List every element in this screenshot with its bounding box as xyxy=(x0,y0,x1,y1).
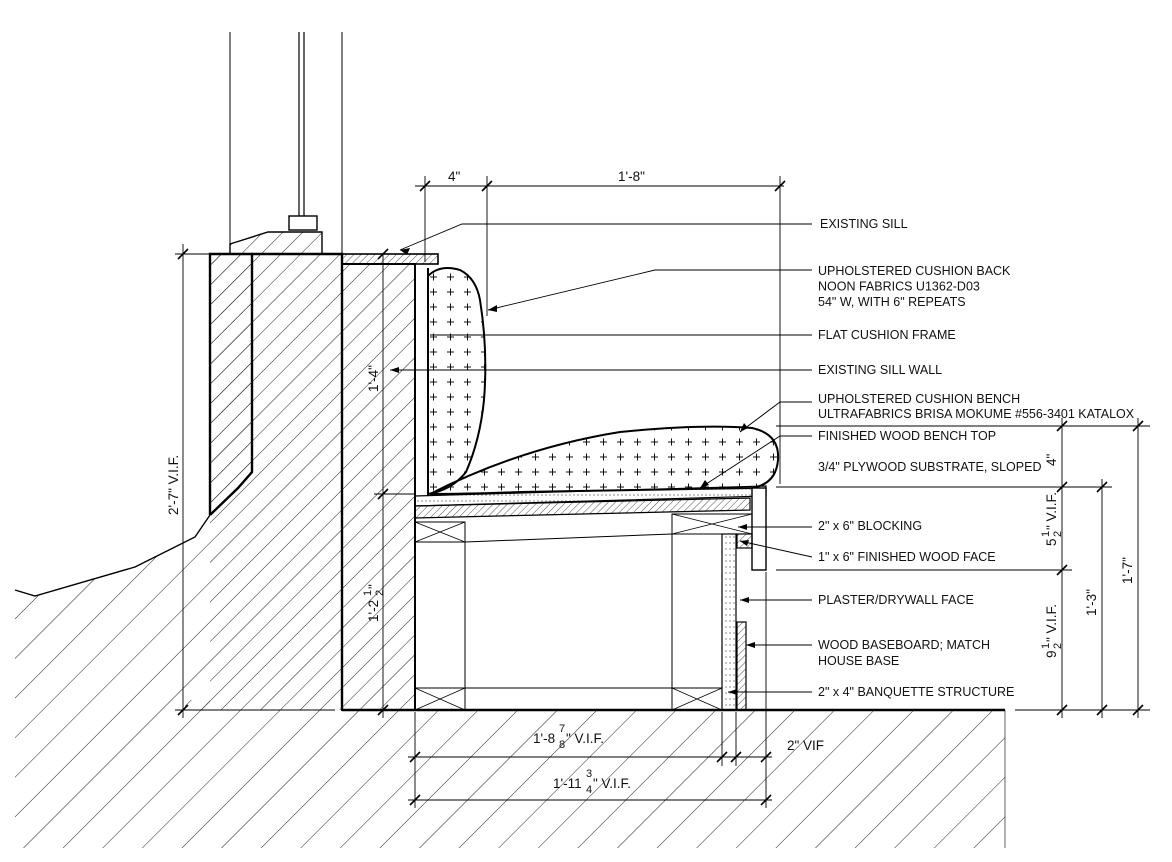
label-banquette-structure: 2" x 4" BANQUETTE STRUCTURE xyxy=(818,685,1014,699)
label-existing-sill: EXISTING SILL xyxy=(820,217,908,231)
dim-right-9-main: 9 xyxy=(1044,650,1059,658)
dim-wall-1-2-end: " xyxy=(366,584,381,589)
existing-sill-wall xyxy=(341,263,416,711)
dimension-ticks xyxy=(177,180,1144,806)
dimension-texts: 4" 1'-8" 2'-7" V.I.F. 1'-4" 1'-2 1 2 " 4… xyxy=(166,169,1135,796)
existing-sill-cap xyxy=(341,253,439,265)
dim-top-1-8: 1'-8" xyxy=(618,169,645,184)
label-cushion-back: UPHOLSTERED CUSHION BACK NOON FABRICS U1… xyxy=(818,264,1014,309)
dim-right-1-7: 1'-7" xyxy=(1120,557,1135,584)
dim-wall-1-2-den: 2 xyxy=(374,590,386,596)
dim-wall-1-2-num: 1 xyxy=(362,590,374,596)
dim-bottom-1-11-main: 1'-11 xyxy=(553,776,582,791)
dim-wall-1-2-main: 1'-2 xyxy=(366,600,381,622)
dim-bottom-2-vif: 2" VIF xyxy=(787,738,824,753)
finished-wood-face xyxy=(751,487,767,571)
dim-wall-1-2-half: 1'-2 1 2 " xyxy=(362,584,386,622)
dim-bottom-1-11-end: " V.I.F. xyxy=(593,776,631,791)
callout-labels: EXISTING SILL UPHOLSTERED CUSHION BACK N… xyxy=(818,217,1135,699)
dim-right-5-main: 5 xyxy=(1044,538,1059,546)
banquette-structure xyxy=(414,533,737,711)
label-flat-cushion-frame: FLAT CUSHION FRAME xyxy=(818,328,956,342)
dim-right-1-3: 1'-3" xyxy=(1084,589,1099,616)
dim-bottom-1-8: 1'-8 7 8 " V.I.F. xyxy=(533,723,604,751)
dim-wall-2-7: 2'-7" V.I.F. xyxy=(166,455,181,515)
dim-right-9-den: 2 xyxy=(1052,643,1064,649)
dimension-lines xyxy=(175,176,1150,808)
cushion-back xyxy=(427,267,487,496)
baseboard xyxy=(736,621,747,711)
label-finished-bench-top: FINISHED WOOD BENCH TOP xyxy=(818,429,996,443)
dim-bottom-1-8-main: 1'-8 xyxy=(533,731,555,746)
dim-bottom-1-11-den: 4 xyxy=(586,784,592,796)
dim-bottom-1-11: 1'-11 3 4 " V.I.F. xyxy=(553,768,631,796)
dim-right-5-den: 2 xyxy=(1052,531,1064,537)
dim-bottom-1-8-end: " V.I.F. xyxy=(566,731,604,746)
label-finished-wood-face: 1" x 6" FINISHED WOOD FACE xyxy=(818,550,996,564)
window-frame xyxy=(229,32,343,255)
dim-right-9-end: " V.I.F. xyxy=(1044,604,1059,642)
label-baseboard: WOOD BASEBOARD; MATCH HOUSE BASE xyxy=(818,638,994,668)
dim-right-9-num: 1 xyxy=(1040,643,1052,649)
dim-right-5-half: 5 1 2 " V.I.F. xyxy=(1040,492,1064,546)
dim-right-5-end: " V.I.F. xyxy=(1044,492,1059,530)
dim-bottom-1-8-num: 7 xyxy=(559,723,565,735)
dim-top-4: 4" xyxy=(448,169,461,184)
label-existing-sill-wall: EXISTING SILL WALL xyxy=(818,363,942,377)
dim-bottom-1-8-den: 8 xyxy=(559,739,565,751)
dim-bottom-1-11-num: 3 xyxy=(586,768,592,780)
dim-right-9-half: 9 1 2 " V.I.F. xyxy=(1040,604,1064,658)
blocking xyxy=(414,513,753,543)
leader-arrowheads xyxy=(390,248,755,695)
dim-right-4: 4" xyxy=(1044,453,1059,466)
label-plaster-face: PLASTER/DRYWALL FACE xyxy=(818,593,974,607)
dim-back-1-4: 1'-4" xyxy=(366,365,381,392)
label-plywood-substrate: 3/4" PLYWOOD SUBSTRATE, SLOPED xyxy=(818,460,1041,474)
dim-right-5-num: 1 xyxy=(1040,531,1052,537)
label-cushion-bench: UPHOLSTERED CUSHION BENCH ULTRAFABRICS B… xyxy=(818,392,1135,421)
cushion-bench xyxy=(429,425,780,495)
label-blocking: 2" x 6" BLOCKING xyxy=(818,519,922,533)
plywood-substrate xyxy=(414,497,751,519)
